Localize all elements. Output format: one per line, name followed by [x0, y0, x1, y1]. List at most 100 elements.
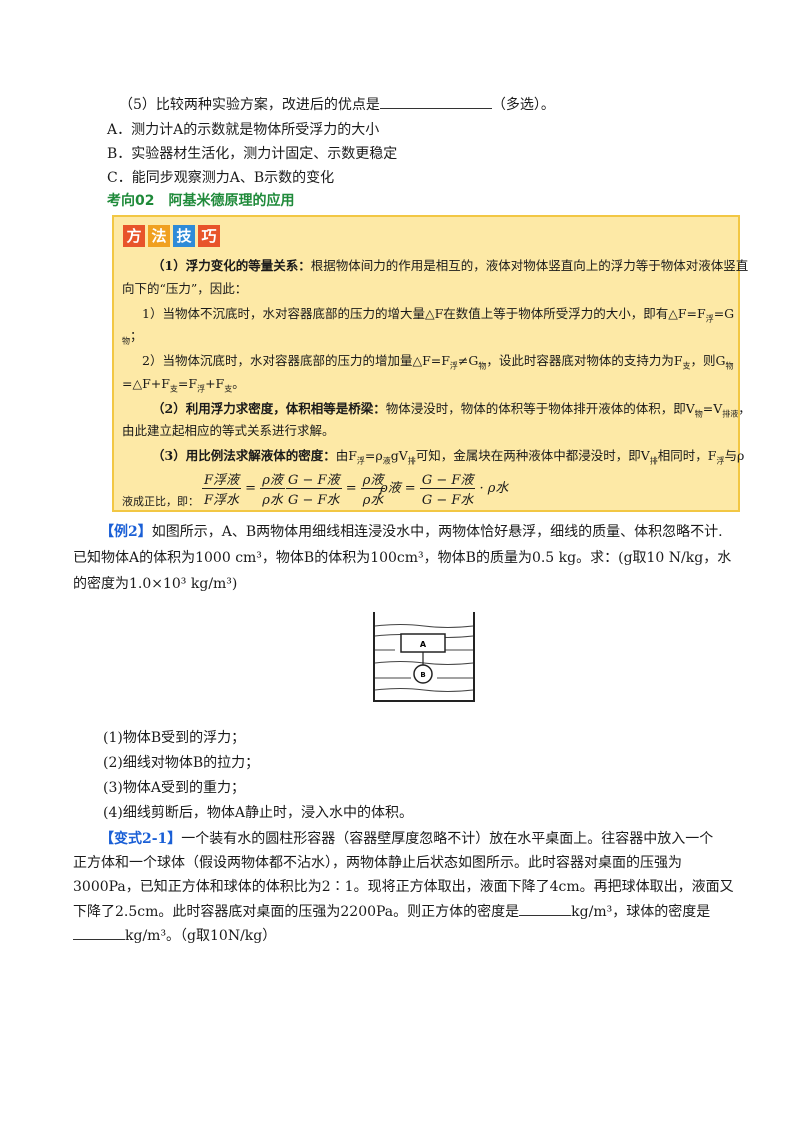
- tip-2-tail: ，: [738, 401, 751, 416]
- frac-density-ratio: ρ液 ρ水: [360, 469, 386, 508]
- sub-float: 浮: [705, 314, 714, 324]
- tip-1a-line1: 1）当物体不沉底时，水对容器底部的压力的增大量△F在数值上等于物体所受浮力的大小…: [142, 305, 734, 329]
- frac-weight-ratio: G − F液 G − F水: [419, 469, 476, 508]
- q5-stem: （5）比较两种实验方案，改进后的优点是 （多选）。: [119, 94, 555, 115]
- sub-object: 物: [122, 336, 130, 346]
- tip-2-text: 物体浸没时，物体的体积等于物体排开液体的体积，即V: [385, 401, 695, 416]
- ex2-q1: (1)物体B受到的浮力；: [103, 730, 246, 746]
- var21-text4: 下降了2.5cm。此时容器底对桌面的压强为2200Pa。则正方体的密度是: [73, 904, 520, 920]
- tip-1-line2: 向下的“压力”，因此：: [122, 281, 248, 296]
- answer-blank-cube-density[interactable]: [519, 901, 572, 916]
- label-a: A: [420, 640, 427, 649]
- formula-3-rhs: · ρ水: [479, 481, 509, 496]
- tip-1a-text: 1）当物体不沉底时，水对容器底部的压力的增大量△F在数值上等于物体所受浮力的大小…: [142, 306, 706, 321]
- var21-text4b: kg/m³，球体的密度是: [571, 904, 711, 920]
- tip-1-head: （1）浮力变化的等量关系：: [152, 258, 311, 273]
- var21-line3: 3000Pa，已知正方体和球体的体积比为2∶1。现将正方体取出，液面下降了4cm…: [73, 879, 734, 895]
- ex2-q2: (2)细线对物体B的拉力；: [103, 755, 260, 771]
- tip-1b-rest2: ，则G: [690, 353, 726, 368]
- answer-blank-ball-density[interactable]: [73, 925, 125, 940]
- sub-displaced: 排: [407, 456, 416, 466]
- tip-1b-text: 2）当物体沉底时，水对容器底部的压力的增加量△F=F: [142, 353, 450, 368]
- frac-den: ρ水: [362, 493, 384, 508]
- tip-2-line2: 由此建立起相应的等式关系进行求解。: [122, 423, 335, 438]
- q5-option-b: B．实验器材生活化，测力计固定、示数更稳定: [107, 146, 398, 162]
- formula-3-lhs: ρ液 =: [380, 481, 416, 496]
- tip-1b-l2b: =F: [177, 376, 198, 391]
- q5-stem-text: （5）比较两种实验方案，改进后的优点是: [119, 97, 380, 113]
- tip-1-text: 根据物体间力的作用是相互的，液体对物体竖直向上的浮力等于物体对液体竖直: [310, 258, 749, 273]
- badge-char-1: 方: [123, 225, 145, 247]
- frac-num: G − F液: [286, 469, 342, 489]
- tip-1a-line2: 物；: [122, 327, 143, 351]
- label-b: B: [420, 671, 425, 679]
- ex2-line3: 的密度为1.0×10³ kg/m³): [73, 576, 238, 592]
- q5-option-c: C．能同步观察测力A、B示数的变化: [107, 170, 335, 186]
- tip-3-mid: =ρ: [364, 448, 383, 463]
- sub-float: 浮: [197, 384, 206, 394]
- tip-1b-l2d: 。: [232, 376, 245, 391]
- ex2-q4: (4)细线剪断后，物体A静止时，浸入水中的体积。: [103, 805, 413, 821]
- section-title: 考向02 阿基米德原理的应用: [107, 193, 295, 209]
- sub-object: 物: [725, 361, 734, 371]
- sub-support: 支: [169, 384, 178, 394]
- tip-1b-mid: ≠G: [457, 353, 479, 368]
- frac-den: F浮水: [204, 493, 240, 508]
- tip-3-rest2: 相同时，F: [657, 448, 717, 463]
- tip-2-mid: =V: [702, 401, 723, 416]
- frac-num: G − F液: [419, 469, 476, 489]
- ex2-line1: 【例2】如图所示，A、B两物体用细线相连浸没水中，两物体恰好悬浮，细线的质量、体…: [100, 522, 723, 542]
- tip-1b-l2a: =△F+F: [122, 376, 170, 391]
- q5-option-a: A．测力计A的示数就是物体所受浮力的大小: [107, 122, 380, 138]
- tip-3-head: （3）用比例法求解液体的密度：: [152, 448, 336, 463]
- tip-3-text: 由F: [335, 448, 357, 463]
- var21-line1: 【变式2-1】一个装有水的圆柱形容器（容器壁厚度忽略不计）放在水平桌面上。往容器…: [100, 829, 713, 849]
- frac-num: F浮液: [202, 469, 242, 489]
- var21-tag: 【变式2-1】: [100, 831, 182, 847]
- badge-char-3: 技: [173, 225, 195, 247]
- tip-1b-rest: ，设此时容器底对物体的支持力为F: [486, 353, 683, 368]
- tip-1a-eq: =G: [713, 306, 735, 321]
- answer-blank[interactable]: [379, 94, 492, 109]
- formula-3: ρ液 = G − F液 G − F水 · ρ水: [380, 469, 508, 508]
- ball-b: [413, 664, 433, 684]
- tip-3-rest3: 与ρ: [724, 448, 745, 463]
- var21-text1: 一个装有水的圆柱形容器（容器壁厚度忽略不计）放在水平桌面上。往容器中放入一个: [181, 831, 714, 847]
- sub-liquid: 液: [382, 456, 391, 466]
- frac-float-ratio: F浮液 F浮水: [202, 469, 242, 508]
- frac-den: G − F水: [421, 493, 474, 508]
- var21-text5b: kg/m³。（g取10N/kg）: [125, 928, 277, 944]
- frac-num: ρ液: [260, 469, 285, 489]
- var21-line5: kg/m³。（g取10N/kg）: [73, 925, 276, 946]
- var21-line2: 正方体和一个球体（假设两物体都不沾水），两物体静止后状态如图所示。此时容器对桌面…: [73, 855, 682, 871]
- tip-1b-line1: 2）当物体沉底时，水对容器底部的压力的增加量△F=F浮≠G物，设此时容器底对物体…: [142, 352, 734, 376]
- sub-displaced: 排: [649, 456, 658, 466]
- sub-object: 物: [478, 361, 487, 371]
- tip-1b-line2: =△F+F支=F浮+F支。: [122, 375, 245, 399]
- ex2-line2: 已知物体A的体积为1000 cm³，物体B的体积为100cm³，物体B的质量为0…: [73, 550, 732, 566]
- sub-object: 物: [694, 409, 703, 419]
- frac-den: ρ水: [262, 493, 283, 508]
- sub-displaced: 排液: [722, 409, 739, 419]
- method-tips-box: 方 法 技 巧 （1）浮力变化的等量关系：根据物体间力的作用是相互的，液体对物体…: [112, 215, 751, 512]
- suspension-figure: A B: [373, 612, 475, 702]
- tip-1b-l2c: +F: [205, 376, 225, 391]
- frac-density-ratio: ρ液 ρ水: [260, 469, 285, 508]
- frac-num: ρ液: [360, 469, 386, 489]
- q5-suffix: （多选）。: [491, 97, 555, 113]
- sub-float: 浮: [449, 361, 458, 371]
- ex2-q3: (3)物体A受到的重力；: [103, 780, 245, 796]
- tip-3-line2: 液成正比，即：: [122, 495, 199, 508]
- var21-line4: 下降了2.5cm。此时容器底对桌面的压强为2200Pa。则正方体的密度是 kg/m…: [73, 901, 710, 922]
- tip-3-line1: （3）用比例法求解液体的密度：由F浮=ρ液gV排可知，金属块在两种液体中都浸没时…: [152, 447, 744, 471]
- tip-1-line1: （1）浮力变化的等量关系：根据物体间力的作用是相互的，液体对物体竖直向上的浮力等…: [152, 257, 748, 275]
- container-wall: [373, 612, 475, 702]
- badge-char-4: 巧: [198, 225, 220, 247]
- ex2-tag: 【例2】: [100, 524, 152, 540]
- tip-3-mid2: gV: [390, 448, 408, 463]
- tip-3-rest: 可知，金属块在两种液体中都浸没时，即V: [415, 448, 650, 463]
- sub-support: 支: [682, 361, 691, 371]
